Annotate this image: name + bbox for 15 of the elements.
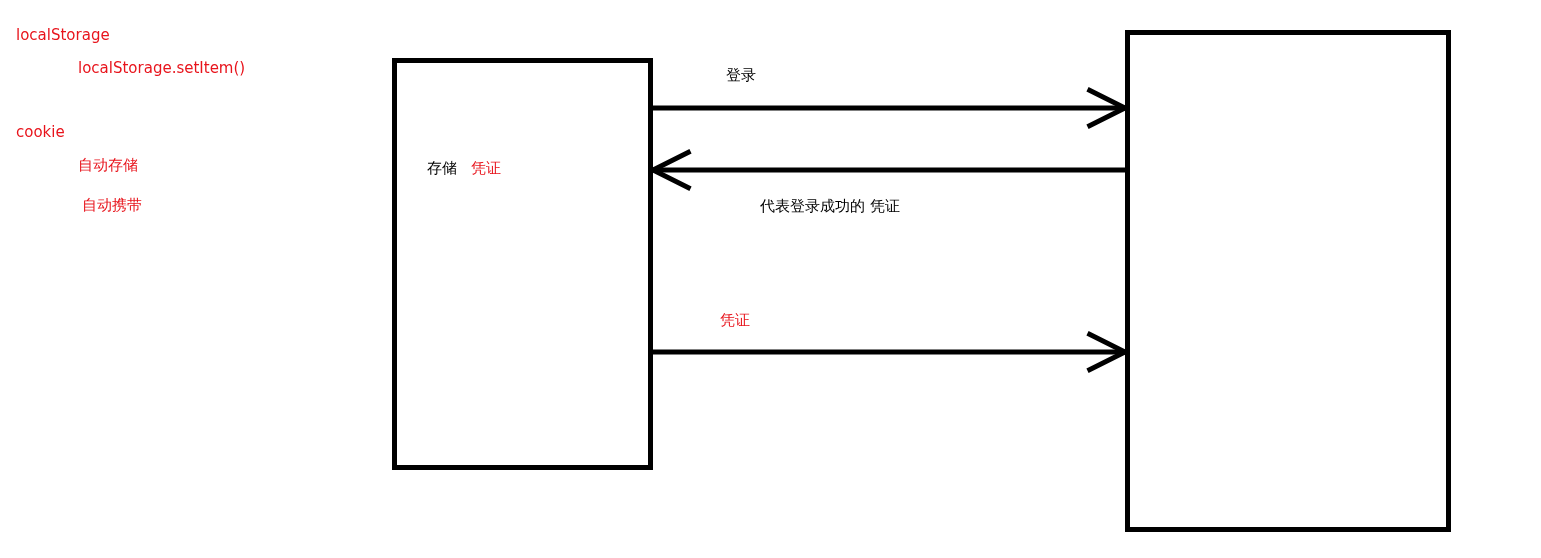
note-text: cookie [16,123,65,141]
note-text: localStorage.setItem() [78,59,246,77]
edge-label: 凭证 [720,311,750,330]
client-box [392,58,653,470]
box-label: 凭证 [471,159,501,178]
arrow [650,148,1125,192]
arrow [653,86,1128,130]
note-text: localStorage [16,26,110,44]
edge-label: 登录 [726,66,756,85]
arrow [653,330,1128,374]
note-text: 自动存储 [78,156,138,175]
edge-label: 代表登录成功的 凭证 [760,197,900,216]
box-label: 存储 [427,159,457,178]
server-box [1125,30,1451,532]
note-text: 自动携带 [82,196,142,215]
